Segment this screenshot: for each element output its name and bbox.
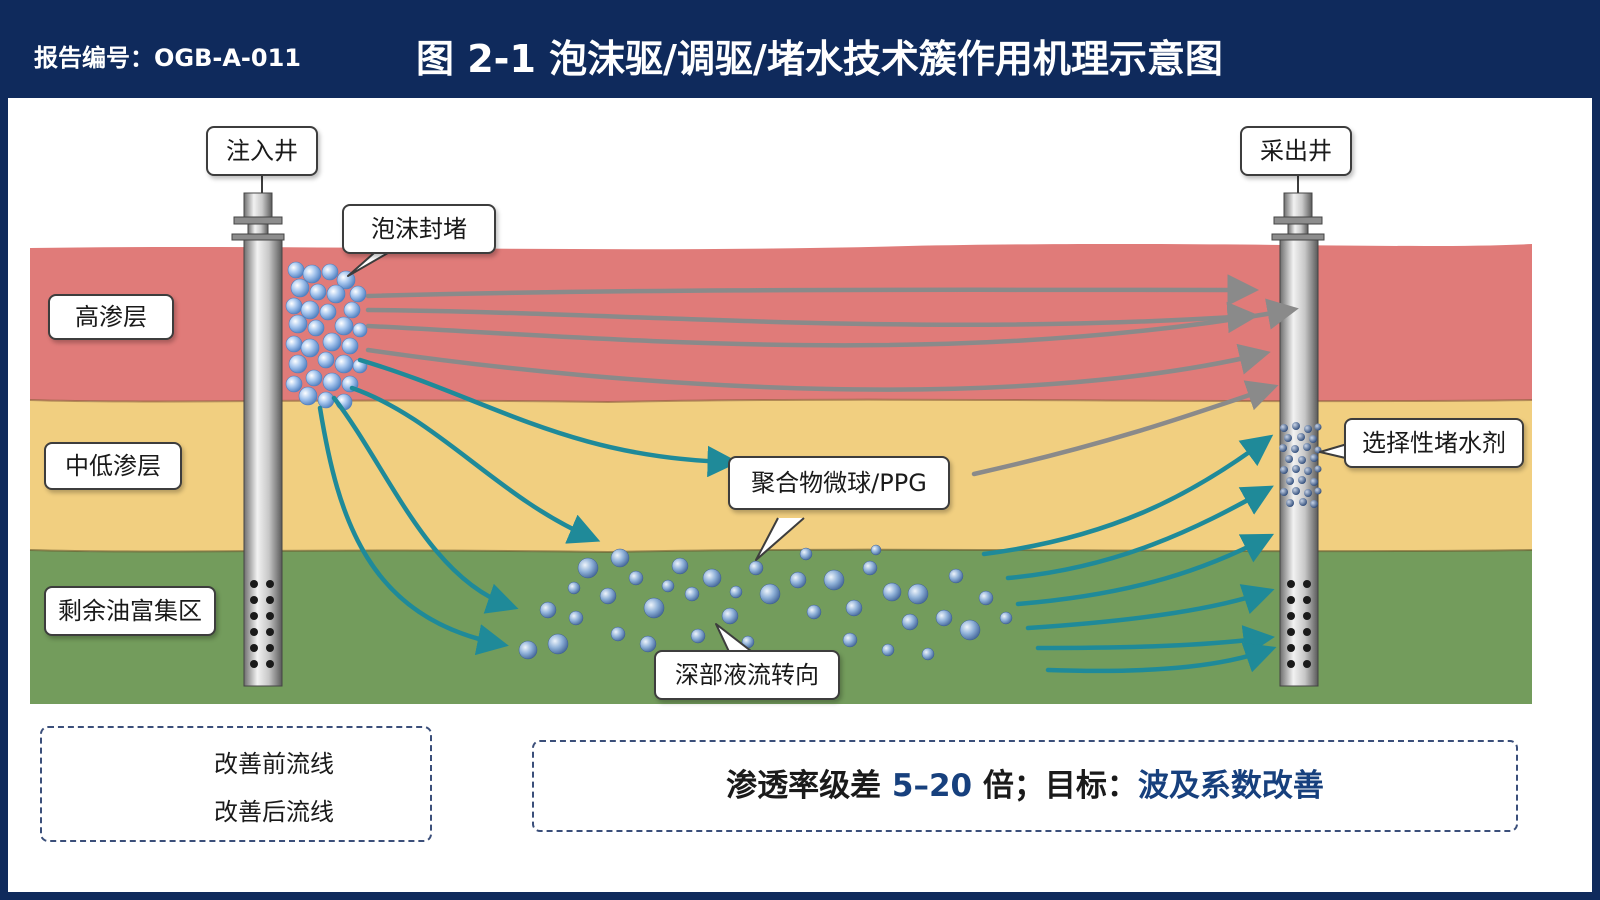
injection-well-label: 注入井 <box>206 126 318 176</box>
callout-microsphere: 聚合物微球/PPG <box>728 456 950 510</box>
streamline-after-5 <box>981 434 1274 557</box>
streamline-after-8 <box>1025 584 1275 631</box>
streamline-after-1 <box>357 357 739 478</box>
summary-text-2: 倍；目标： <box>982 768 1138 804</box>
header-bar: 报告编号：OGB-A-011 图 2-1 泡沫驱/调驱/堵水技术簇作用机理示意图 <box>8 8 1592 98</box>
microsphere-cloud <box>518 544 1013 661</box>
perforation-holes <box>1287 580 1311 668</box>
perforation-holes <box>250 580 274 668</box>
streamline-before-1 <box>365 274 1259 306</box>
layer-label-high: 高渗层 <box>48 294 174 340</box>
report-id: 报告编号：OGB-A-011 <box>34 44 301 72</box>
foam-plug-bubbles <box>285 261 368 411</box>
streamline-after-6 <box>1005 485 1274 581</box>
streamlines-before <box>365 274 1299 477</box>
summary-box: 渗透率级差 5–20 倍；目标：波及系数改善 <box>532 740 1518 832</box>
callout-deep-diversion: 深部液流转向 <box>654 650 840 700</box>
summary-text-1: 渗透率级差 <box>726 768 882 804</box>
layer-label-oil-zone: 剩余油富集区 <box>44 586 216 636</box>
streamline-after-10 <box>1045 642 1277 674</box>
legend-label-after: 改善后流线 <box>214 798 334 826</box>
water-shutoff-agent-cluster <box>1279 422 1322 508</box>
figure-title: 图 2-1 泡沫驱/调驱/堵水技术簇作用机理示意图 <box>416 37 1223 81</box>
mechanism-diagram <box>29 176 1533 704</box>
injection-well <box>231 192 285 687</box>
production-well-label: 采出井 <box>1240 126 1352 176</box>
streamline-before-3 <box>365 298 1299 348</box>
summary-ratio-value: 5–20 <box>891 768 973 804</box>
streamline-after-4 <box>317 405 509 656</box>
pointer-microsphere <box>755 517 805 561</box>
streamline-before-4 <box>365 343 1271 392</box>
callout-foam-plug: 泡沫封堵 <box>342 204 496 254</box>
streamline-before-5 <box>971 380 1279 477</box>
figure-frame: 报告编号：OGB-A-011 图 2-1 泡沫驱/调驱/堵水技术簇作用机理示意图 <box>8 8 1592 892</box>
callout-water-shutoff: 选择性堵水剂 <box>1344 418 1524 468</box>
layer-label-medium: 中低渗层 <box>44 442 182 490</box>
streamline-after-3 <box>331 395 519 614</box>
streamline-after-7 <box>1015 533 1274 607</box>
streamline-after-2 <box>349 385 601 544</box>
streamline-after-9 <box>1035 625 1275 657</box>
layer-remaining-oil-zone <box>30 549 1532 704</box>
production-well <box>1271 192 1325 687</box>
streamline-before-2 <box>365 301 1259 334</box>
summary-goal: 波及系数改善 <box>1137 768 1324 804</box>
streamlines-after <box>317 357 1277 674</box>
legend-box <box>40 726 432 842</box>
pointer-deep-diversion <box>715 623 761 659</box>
legend-label-before: 改善前流线 <box>214 750 334 778</box>
